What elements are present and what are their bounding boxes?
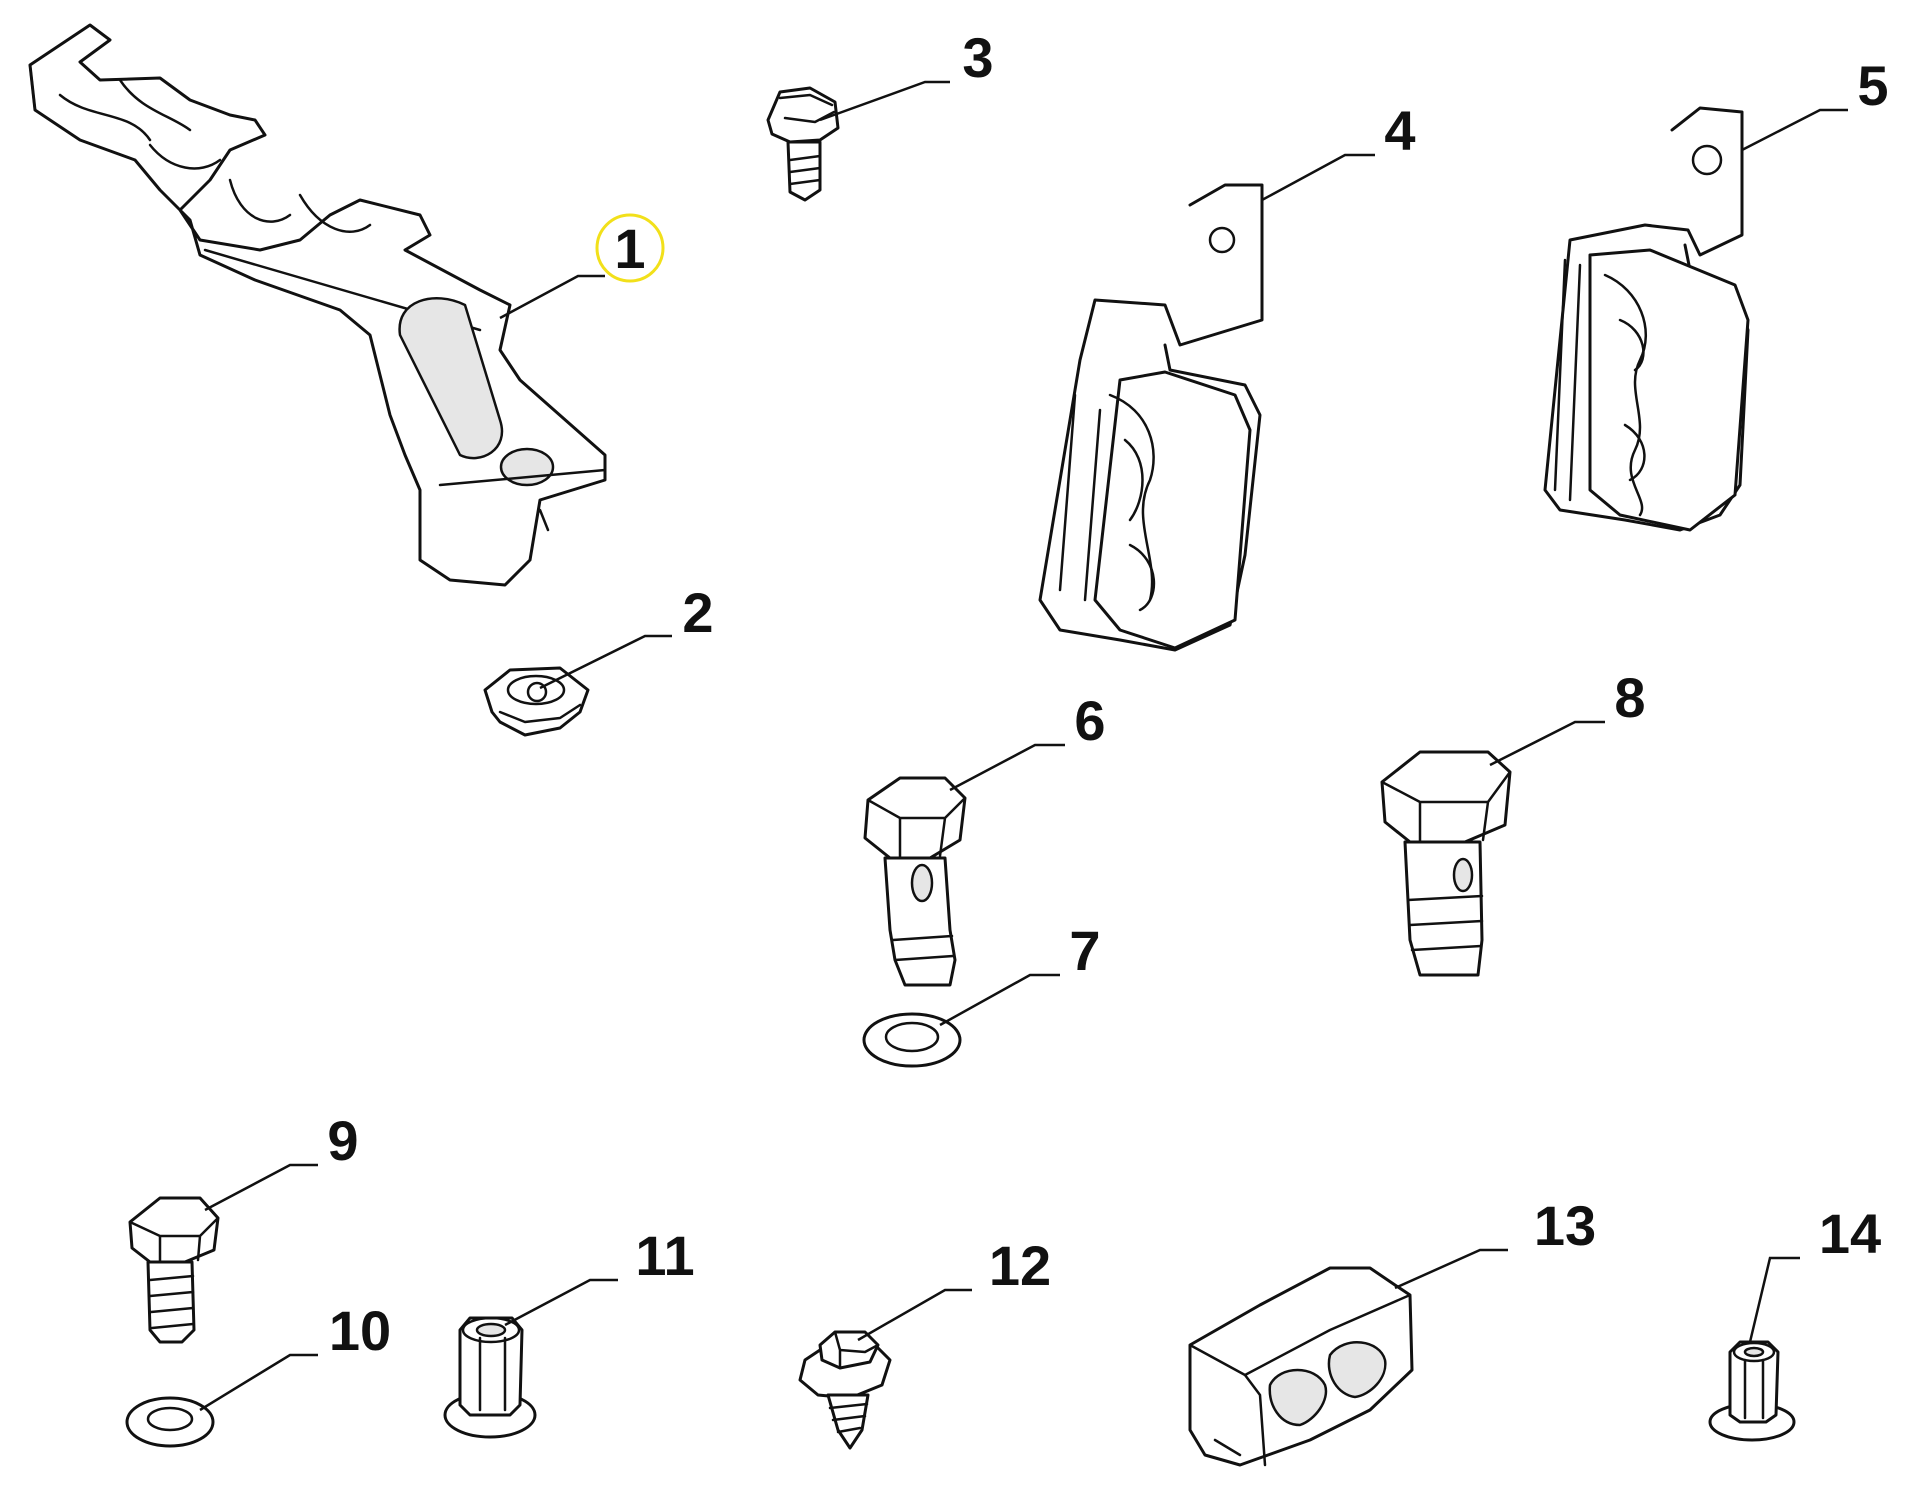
callout-labels: 1 2 3 4 5 6 7 8 9 10 11 12 13 14 bbox=[327, 26, 1888, 1362]
leader-5 bbox=[1741, 108, 1848, 152]
callout-3: 3 bbox=[962, 26, 993, 89]
callout-6: 6 bbox=[1074, 689, 1105, 752]
part-2-flange-nut bbox=[483, 666, 590, 737]
leader-14 bbox=[1748, 1256, 1800, 1343]
leader-13 bbox=[1394, 1248, 1508, 1290]
part-10-washer bbox=[125, 1396, 215, 1448]
callout-8: 8 bbox=[1614, 666, 1645, 729]
leader-12 bbox=[857, 1288, 972, 1342]
part-8-banjo-bolt bbox=[1380, 750, 1512, 977]
leader-8 bbox=[1489, 720, 1605, 767]
part-14-rivet-nut bbox=[1708, 1340, 1796, 1442]
leader-9 bbox=[204, 1163, 318, 1212]
callout-4: 4 bbox=[1384, 99, 1415, 162]
callout-9: 9 bbox=[327, 1109, 358, 1172]
leader-2 bbox=[539, 634, 672, 690]
callout-14: 14 bbox=[1819, 1202, 1881, 1265]
leader-lines bbox=[199, 80, 1848, 1412]
callout-11: 11 bbox=[635, 1224, 694, 1287]
part-12-flange-screw bbox=[798, 1330, 892, 1450]
callout-7: 7 bbox=[1069, 919, 1100, 982]
part-5-clamp-with-tab bbox=[1543, 106, 1750, 532]
part-3-flange-bolt bbox=[766, 86, 840, 202]
leader-6 bbox=[949, 743, 1065, 792]
callout-1-highlight bbox=[595, 213, 665, 283]
part-4-clamp-with-tab bbox=[1038, 183, 1264, 652]
leader-4 bbox=[1261, 153, 1375, 202]
callout-2: 2 bbox=[682, 581, 713, 644]
leader-10 bbox=[199, 1353, 318, 1412]
part-1-bracket bbox=[28, 23, 665, 587]
callout-13: 13 bbox=[1534, 1194, 1596, 1257]
leader-3 bbox=[819, 80, 950, 122]
part-13-double-clamp bbox=[1188, 1266, 1414, 1467]
part-6-banjo-bolt bbox=[863, 776, 967, 987]
callout-1: 1 bbox=[614, 217, 645, 280]
callout-12: 12 bbox=[989, 1234, 1051, 1297]
part-7-washer bbox=[862, 1012, 962, 1068]
part-9-hex-bolt bbox=[128, 1196, 220, 1344]
part-11-rivet-nut bbox=[443, 1316, 537, 1439]
callout-5: 5 bbox=[1857, 54, 1888, 117]
leader-1 bbox=[499, 274, 605, 320]
callout-10: 10 bbox=[329, 1299, 391, 1362]
leader-11 bbox=[504, 1278, 618, 1327]
leader-7 bbox=[939, 973, 1060, 1027]
